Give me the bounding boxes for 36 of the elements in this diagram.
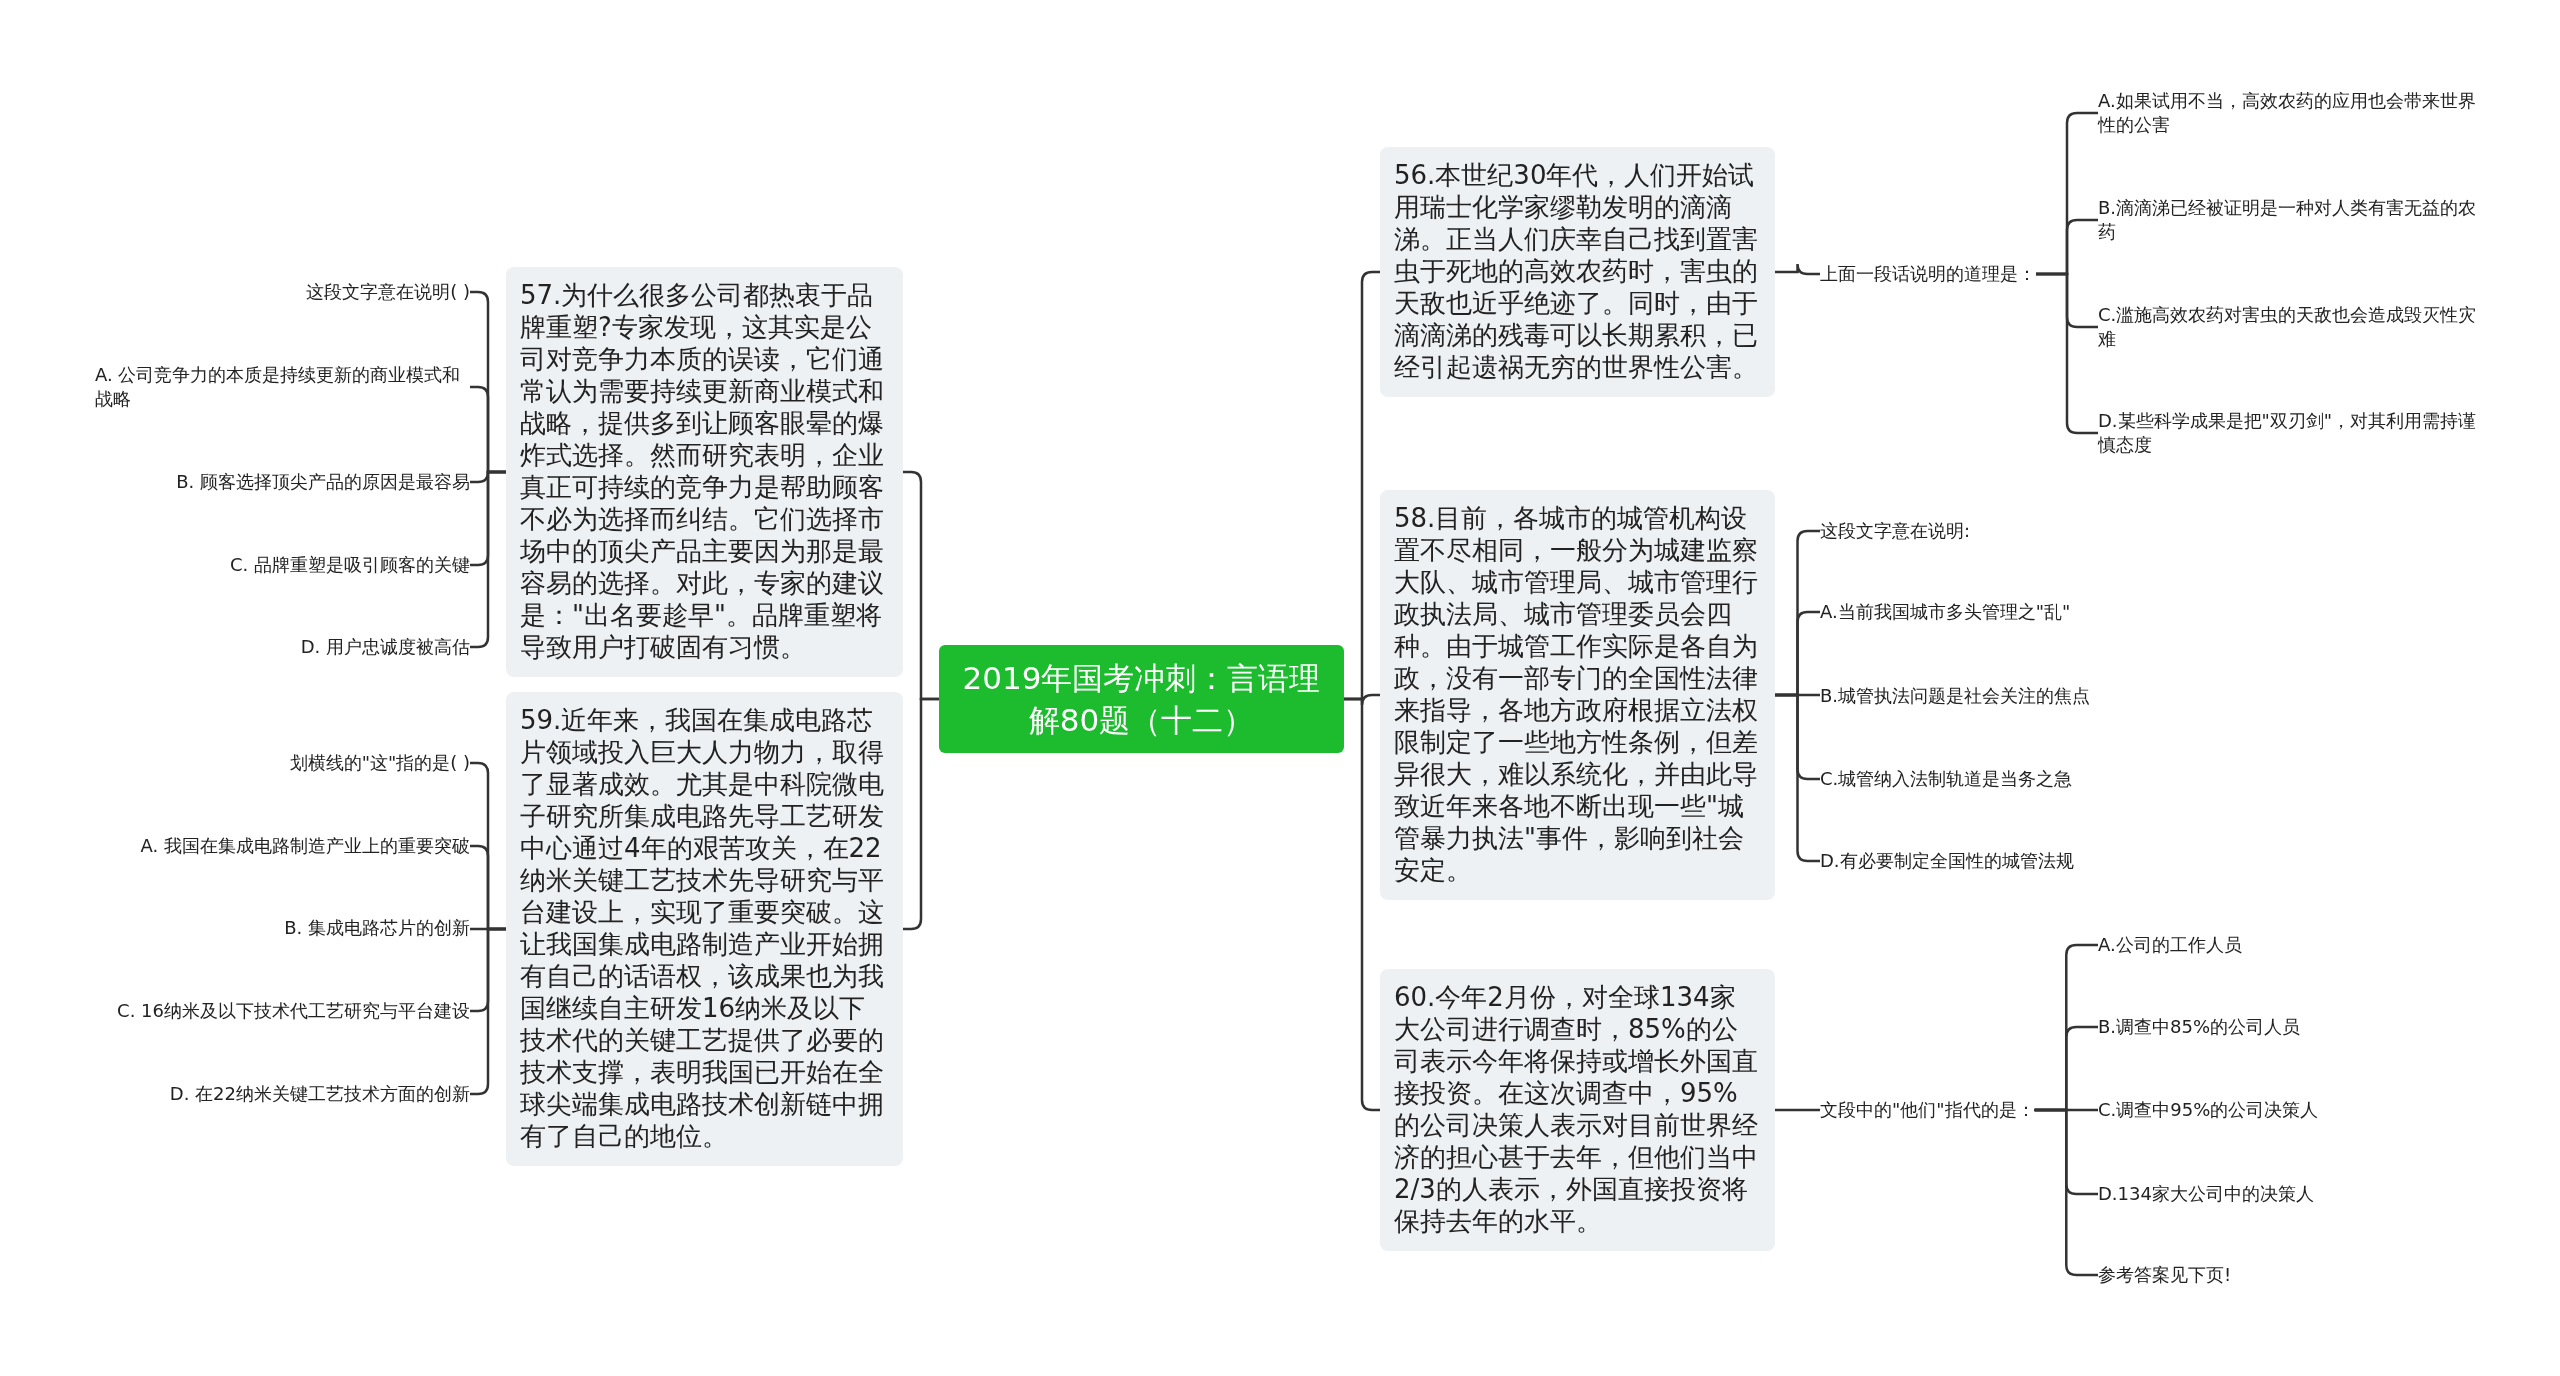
option-text: 参考答案见下页! [2098,1263,2232,1287]
option-text: C. 16纳米及以下技术代工艺研究与平台建设 [117,999,470,1023]
option-text: D. 用户忠诚度被高估 [300,635,470,659]
option-text: B.调查中85%的公司人员 [2098,1015,2301,1039]
option-text: A. 公司竞争力的本质是持续更新的商业模式和战略 [95,363,470,411]
question-card: 58.目前，各城市的城管机构设置不尽相同，一般分为城建监察大队、城市管理局、城市管理行政执法局、城市管理委员会四种。由于城管工作实际是各自为政，没有一部专门的全国性法律来指导，各地方政府根据立法权限制定了一些地方性条例，但差异很大，难以系统化，并由此导致近年来各地不断出现一些"城管暴力执法"事件，影响到社会安定。 [1380,490,1775,900]
option-text: A.公司的工作人员 [2098,933,2242,957]
option-text: C.滥施高效农药对害虫的天敌也会造成毁灭性灾难 [2098,303,2488,351]
option-text: 划横线的"这"指的是( ) [289,751,470,775]
option-text: 上面一段话说明的道理是： [1820,262,2036,286]
question-card: 56.本世纪30年代，人们开始试用瑞士化学家缪勒发明的滴滴涕。正当人们庆幸自己找到置害虫于死地的高效农药时，害虫的天敌也近乎绝迹了。同时，由于滴滴涕的残毒可以长期累积，已经引起遗祸无穷的世界性公害。 [1380,147,1775,397]
option-text: D.134家大公司中的决策人 [2098,1182,2314,1206]
connector-line [1344,697,1380,1112]
connector-line [903,697,939,931]
option-text: C.城管纳入法制轨道是当务之急 [1820,767,2073,791]
option-text: D. 在22纳米关键工艺技术方面的创新 [169,1082,470,1106]
connector-line [1775,262,1820,276]
option-text: C.调查中95%的公司决策人 [2098,1098,2319,1122]
option-text: B.城管执法问题是社会关注的焦点 [1820,684,2091,708]
option-text: D.某些科学成果是把"双刃剑"，对其利用需持谨慎态度 [2098,409,2488,457]
question-card: 60.今年2月份，对全球134家大公司进行调查时，85%的公司表示今年将保持或增长外国直接投资。在这次调查中，95%的公司决策人表示对目前世界经济的担心甚于去年，但他们当中2/3的人表示，外国直接投资将保持去年的水平。 [1380,969,1775,1251]
option-text: C. 品牌重塑是吸引顾客的关键 [230,553,470,577]
option-text: 这段文字意在说明: [1820,519,1971,543]
topic-box: 2019年国考冲刺：言语理解80题（十二） [939,645,1344,753]
connector-line [1775,1108,1820,1112]
option-text: 这段文字意在说明( ) [306,280,470,304]
option-text: 文段中的"他们"指代的是： [1820,1098,2035,1122]
option-text: A.当前我国城市多头管理之"乱" [1820,600,2071,624]
option-text: D.有必要制定全国性的城管法规 [1820,849,2074,873]
question-card: 59.近年来，我国在集成电路芯片领域投入巨大人力物力，取得了显著成效。尤其是中科院微电子研究所集成电路先导工艺研发中心通过4年的艰苦攻关，在22纳米关键工艺技术先导研究与平台建设上，实现了重要突破。这让我国集成电路制造产业开始拥有自己的话语权，该成果也为我国继续自主研发16纳米及以下技术代的关键工艺提供了必要的技术支撑，表明我国已开始在全球尖端集成电路技术创新链中拥有了自己的地位。 [506,692,903,1166]
option-text: B.滴滴涕已经被证明是一种对人类有害无益的农药 [2098,196,2488,244]
option-text: B. 集成电路芯片的创新 [284,916,470,940]
question-card: 57.为什么很多公司都热衷于品牌重塑?专家发现，这其实是公司对竞争力本质的误读，它们通常认为需要持续更新商业模式和战略，提供多到让顾客眼晕的爆炸式选择。然而研究表明，企业真正可持续的竞争力是帮助顾客不必为选择而纠结。它们选择市场中的顶尖产品主要因为那是最容易的选择。对此，专家的建议是："出名要趁早"。品牌重塑将导致用户打破固有习惯。 [506,267,903,677]
option-text: B. 顾客选择顶尖产品的原因是最容易 [176,470,470,494]
option-text: A.如果试用不当，高效农药的应用也会带来世界性的公害 [2098,89,2488,137]
option-text: A. 我国在集成电路制造产业上的重要突破 [140,834,470,858]
